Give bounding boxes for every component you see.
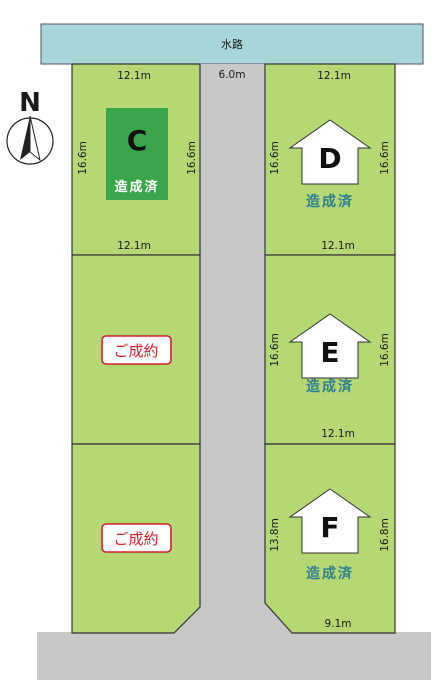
- lot-c-top-dim: 12.1m: [117, 70, 151, 82]
- lot-e-status: 造成済: [306, 378, 354, 395]
- lot-d-house-icon: [288, 119, 372, 185]
- lot-f-status: 造成済: [306, 565, 354, 582]
- lot-d-letter: D: [318, 142, 341, 175]
- lot-c-status: 造成済: [114, 179, 159, 195]
- lot-d-right-dim: 16.6m: [379, 141, 391, 175]
- lot-e-left-dim: 16.6m: [269, 333, 281, 367]
- lot-d-status: 造成済: [306, 193, 354, 210]
- lot-f-letter: F: [320, 511, 339, 544]
- lot-f-house-icon: [288, 488, 372, 554]
- lot-d-bottom-dim: 12.1m: [321, 240, 355, 252]
- lot-c-bottom-dim: 12.1m: [117, 240, 151, 252]
- lot-c-badge: [106, 108, 168, 200]
- sold-middle-status: ご成約: [113, 342, 158, 360]
- waterway: [40, 23, 424, 65]
- lot-d-left-dim: 16.6m: [269, 141, 281, 175]
- bottom-road: [37, 632, 431, 680]
- lot-e-letter: E: [320, 336, 339, 369]
- lot-f-left-dim: 13.8m: [269, 518, 281, 552]
- north-arrow-icon: N: [6, 88, 54, 165]
- north-label: N: [19, 88, 41, 118]
- waterway-label: 水路: [221, 38, 243, 51]
- lot-c-left-dim: 16.6m: [77, 141, 89, 175]
- lot-d-top-dim: 12.1m: [317, 70, 351, 82]
- lot-c-letter: C: [127, 124, 148, 157]
- center-road: [174, 64, 292, 633]
- lot-e-house-icon: [288, 313, 372, 379]
- road-width-label: 6.0m: [219, 69, 246, 81]
- sold-middle-badge: [101, 335, 172, 365]
- lot-f-right-dim: 16.8m: [379, 518, 391, 552]
- lot-c-right-dim: 16.6m: [186, 141, 198, 175]
- sold-bottom-status: ご成約: [113, 530, 158, 548]
- lot-f-bottom-dim: 9.1m: [325, 618, 352, 630]
- lot-e-right-dim: 16.6m: [379, 333, 391, 367]
- sold-bottom-badge: [101, 523, 172, 553]
- lot-e-bottom-dim: 12.1m: [321, 428, 355, 440]
